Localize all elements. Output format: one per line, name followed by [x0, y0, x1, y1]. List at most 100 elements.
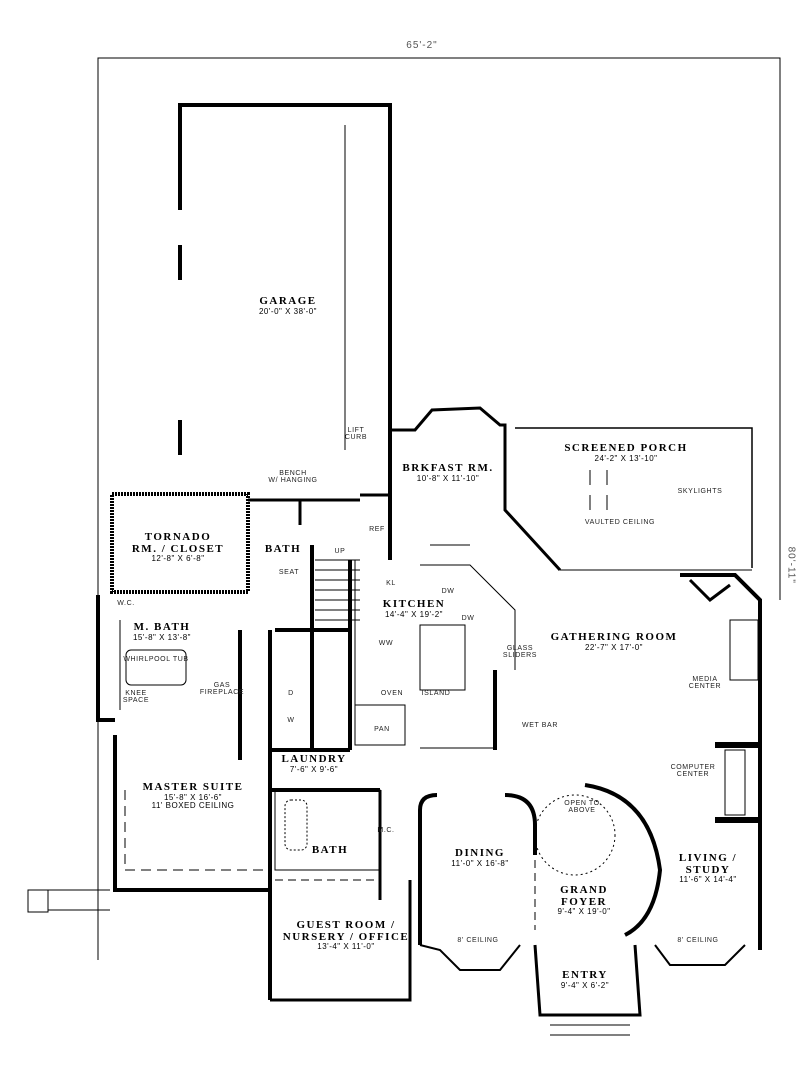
room-name-line2: STUDY: [685, 863, 731, 876]
room-dims: 14'-4" X 19'-2": [384, 609, 444, 619]
note-line: KNEE: [125, 690, 147, 697]
note-gas-fireplace: GAS FIREPLACE: [200, 682, 244, 697]
room-dims: 13'-4" X 11'-0": [317, 942, 375, 952]
left-wing-walls: [27, 492, 272, 1000]
room-breakfast: BRKFAST RM. 10'-8" X 11'-10": [402, 462, 494, 483]
overall-depth-dimension: 80'-11": [785, 546, 797, 584]
room-dims: 10'-8" X 11'-10": [416, 473, 480, 483]
room-guest: GUEST ROOM / NURSERY / OFFICE 13'-4" X 1…: [282, 919, 410, 952]
note-washer: W: [287, 717, 295, 724]
room-name: SCREENED PORCH: [564, 442, 688, 454]
front-rooms: [418, 783, 746, 1036]
note-pantry: PAN: [374, 726, 390, 733]
core-walls: [248, 498, 412, 1002]
note-line: OPEN TO: [564, 800, 600, 807]
room-name: LAUNDRY: [281, 753, 347, 765]
note-dw2: DW: [461, 615, 475, 622]
note-seat: SEAT: [278, 569, 300, 576]
room-name: KITCHEN: [382, 598, 446, 610]
room-living-study: LIVING / STUDY 11'-6" X 14'-4": [678, 852, 738, 885]
room-gathering: GATHERING ROOM 22'-7" X 17'-0": [550, 631, 678, 652]
note-glass-sliders: GLASS SLIDERS: [503, 645, 537, 660]
room-note: 11' BOXED CEILING: [151, 800, 235, 810]
kitchen-walls: [348, 544, 516, 750]
note-line: GAS: [213, 682, 231, 689]
room-dims: 15'-8" X 13'-8": [132, 632, 192, 642]
room-master-suite: MASTER SUITE 15'-8" X 16'-6" 11' BOXED C…: [142, 781, 244, 810]
room-name: TORNADO: [144, 531, 212, 543]
note-kl: KL: [386, 580, 396, 587]
note-whirlpool-tub: WHIRLPOOL TUB: [123, 656, 189, 663]
note-wc: W.C.: [117, 600, 135, 607]
room-name: BATH: [264, 543, 302, 555]
porch-walls: [515, 427, 753, 571]
dimension-lines: [97, 57, 781, 960]
room-dims: 7'-6" X 9'-6": [289, 764, 339, 774]
room-dims: 9'-4" X 19'-0": [557, 907, 611, 917]
note-oven: OVEN: [380, 690, 404, 697]
room-garage: GARAGE 20'-0" X 38'-0": [258, 295, 318, 316]
note-dining-ceiling: 8' CEILING: [457, 937, 499, 944]
room-name-line2: FOYER: [561, 895, 607, 908]
note-mc: M.C.: [377, 827, 395, 834]
overall-width-dimension: 65'-2": [406, 40, 438, 51]
room-dims: 22'-7" X 17'-0": [584, 642, 644, 652]
note-open-to-above: OPEN TO ABOVE: [564, 800, 599, 815]
room-name: BATH: [311, 844, 349, 856]
note-island: ISLAND: [421, 690, 451, 697]
room-dims: 24'-2" X 13'-10": [594, 453, 658, 463]
note-line: LIFT: [347, 427, 365, 434]
note-line: CENTER: [676, 771, 710, 779]
note-line: W/ HANGING: [268, 477, 318, 485]
gathering-walls: [680, 573, 762, 950]
room-name: BRKFAST RM.: [402, 462, 494, 474]
room-dining: DINING 11'-0" X 16'-8": [451, 847, 509, 868]
room-name: MASTER SUITE: [142, 781, 244, 793]
note-up: UP: [334, 548, 346, 555]
room-screened-porch: SCREENED PORCH 24'-2" X 13'-10": [564, 442, 688, 463]
note-living-ceiling: 8' CEILING: [677, 937, 719, 944]
room-name-line2: NURSERY / OFFICE: [282, 930, 410, 943]
garage-walls: [177, 103, 392, 497]
note-skylights: SKYLIGHTS: [677, 488, 723, 495]
room-dims: 11'-6" X 14'-4": [679, 875, 737, 885]
room-dims: 20'-0" X 38'-0": [258, 306, 318, 316]
room-dims: 11'-0" X 16'-8": [451, 858, 509, 868]
room-master-bath: M. BATH 15'-8" X 13'-8": [132, 621, 192, 642]
note-ref: REF: [369, 526, 385, 533]
room-name: GRAND: [560, 884, 608, 896]
note-vaulted-ceiling: VAULTED CEILING: [584, 519, 656, 526]
room-name: LIVING /: [678, 852, 738, 864]
room-bath-1: BATH: [264, 543, 302, 556]
note-dw: DW: [441, 588, 455, 595]
note-line: COMPUTER: [670, 764, 716, 771]
room-name: M. BATH: [133, 621, 191, 633]
note-knee-space: KNEE SPACE: [123, 690, 149, 705]
note-line: CENTER: [688, 683, 722, 691]
note-line: FIREPLACE: [199, 689, 245, 697]
room-dims: 9'-4" X 6'-2": [560, 980, 610, 990]
room-name: GATHERING ROOM: [550, 631, 678, 643]
note-line: BENCH: [279, 470, 307, 477]
room-entry: ENTRY 9'-4" X 6'-2": [560, 969, 610, 990]
room-tornado: TORNADO RM. / CLOSET 12'-8" X 6'-8": [131, 531, 225, 564]
note-computer-center: COMPUTER CENTER: [671, 764, 716, 779]
breakfast-walls: [388, 406, 562, 572]
room-dims: 12'-8" X 6'-8": [151, 554, 205, 564]
room-bath-2: BATH: [311, 844, 349, 857]
note-ww: WW: [378, 640, 394, 647]
room-kitchen: KITCHEN 14'-4" X 19'-2": [382, 598, 446, 619]
room-name: DINING: [455, 847, 505, 859]
room-name-line2: RM. / CLOSET: [131, 542, 225, 555]
room-name: GARAGE: [259, 295, 317, 307]
note-media-center: MEDIA CENTER: [689, 676, 721, 691]
note-bench: BENCH W/ HANGING: [268, 470, 317, 485]
note-line: MEDIA: [692, 676, 718, 683]
note-line: CURB: [344, 434, 368, 442]
room-laundry: LAUNDRY 7'-6" X 9'-6": [281, 753, 347, 774]
room-dims: 15'-8" X 16'-6": [163, 792, 223, 802]
note-line: SPACE: [122, 697, 150, 705]
note-wet-bar: WET BAR: [522, 722, 558, 729]
room-name: ENTRY: [562, 969, 608, 981]
